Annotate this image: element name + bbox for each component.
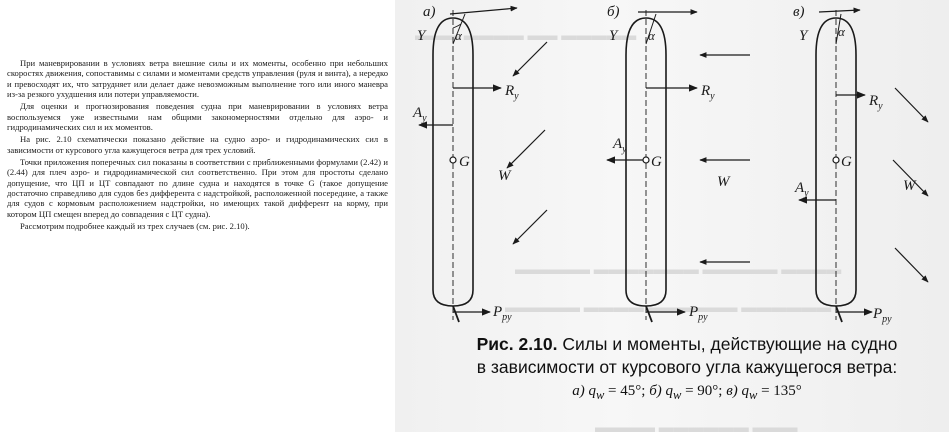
panel-a: а) Y α Ry Ay G W Ppy [412, 4, 548, 323]
wind-arrow [506, 129, 546, 169]
bleed-through-text: ▬▬▬▬ ▬▬▬▬▬▬ ▬▬▬ [595, 420, 798, 436]
y-label: Y [609, 28, 619, 44]
rudder [645, 305, 653, 323]
ppy-label: Ppy [688, 304, 708, 323]
alpha-label: α [838, 24, 846, 39]
ay-label: Ay [612, 136, 627, 155]
ry-label: Ry [700, 83, 715, 102]
ship-hull [815, 17, 857, 307]
ppy-label: Ppy [492, 304, 512, 323]
wind-arrow [894, 247, 929, 283]
caption-title: Силы и моменты, действующие на судно [562, 334, 898, 354]
panel-letter: а) [423, 4, 436, 20]
body-text: При маневрировании в условиях ветра внеш… [7, 58, 388, 234]
paragraph-5: Рассмотрим подробнее каждый из трех случ… [20, 221, 250, 232]
figure-caption: Рис. 2.10. Силы и моменты, действующие н… [437, 333, 937, 406]
ship-hull [432, 17, 474, 307]
g-point [642, 156, 650, 164]
g-point [832, 156, 840, 164]
ry-label: Ry [504, 83, 519, 102]
g-label: G [651, 154, 662, 170]
ship-forces-figure: а) Y α Ry Ay G W Ppy б) Y α Ry Ay G [412, 4, 929, 325]
y-label: Y [799, 28, 809, 44]
caption-angles: а) qw = 45°; б) qw = 90°; в) qw = 135° [572, 383, 802, 402]
g-point [449, 156, 457, 164]
w-label: W [717, 174, 731, 190]
figure-number: Рис. 2.10. [476, 334, 558, 354]
w-label: W [498, 168, 512, 184]
w-label: W [903, 178, 917, 194]
panel-letter: б) [607, 4, 620, 20]
bleed-through-text: ▬▬▬▬▬ ▬▬▬▬ ▬▬▬▬▬▬ ▬▬▬▬▬▬ [505, 300, 832, 316]
wind-arrow [512, 209, 548, 245]
panel-b: б) Y α Ry Ay G W Ppy [606, 4, 750, 323]
alpha-label: α [455, 28, 463, 43]
paragraph-3: На рис. 2.10 схематически показано дейст… [7, 134, 388, 155]
left-page: При маневрировании в условиях ветра внеш… [0, 0, 395, 432]
ay-label: Ay [412, 105, 427, 124]
wind-arrow [894, 87, 929, 123]
ppy-label: Ppy [872, 306, 892, 325]
bleed-through-text: ▬▬▬▬▬ ▬▬▬▬▬▬▬ ▬▬▬▬▬ ▬▬▬▬ [515, 262, 842, 278]
rudder [452, 305, 460, 323]
caption-line-2: в зависимости от курсового угла кажущего… [476, 357, 898, 377]
wind-arrow [512, 41, 548, 77]
alpha-label: α [648, 28, 656, 43]
y-label: Y [417, 28, 427, 44]
ry-label: Ry [868, 93, 883, 112]
g-label: G [841, 154, 852, 170]
caption-line-1: Рис. 2.10. Силы и моменты, действующие н… [437, 333, 937, 356]
panel-letter: в) [793, 4, 805, 20]
paragraph-4: Точки приложения поперечных сил показаны… [7, 157, 388, 219]
g-label: G [459, 154, 470, 170]
panel-c: в) Y α Ry Ay G W Ppy [793, 4, 929, 325]
rudder [835, 305, 843, 323]
paragraph-2: Для оценки и прогнозирования поведения с… [7, 101, 388, 133]
paragraph-1: При маневрировании в условиях ветра внеш… [7, 58, 388, 100]
ship-hull [625, 17, 667, 307]
ay-label: Ay [794, 180, 809, 199]
wind-arrow [892, 159, 929, 197]
